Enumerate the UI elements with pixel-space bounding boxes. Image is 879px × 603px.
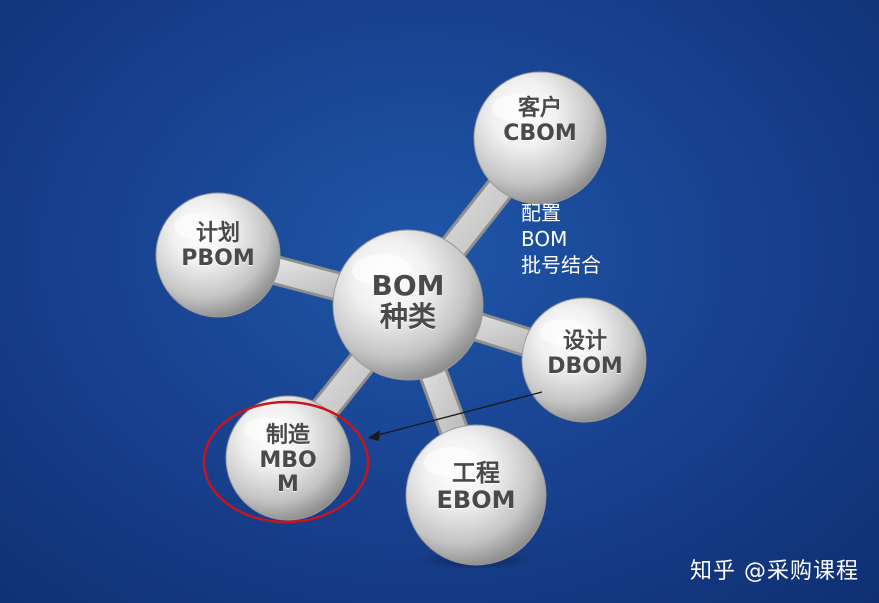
manufacturing-label-line3: M bbox=[277, 472, 299, 498]
plan-label-line2: PBOM bbox=[181, 245, 255, 271]
node-plan bbox=[155, 192, 281, 318]
center-label-line1: BOM bbox=[371, 269, 445, 302]
watermark: 知乎 @采购课程 bbox=[690, 559, 859, 584]
manufacturing-label: 制造 MBO M bbox=[228, 423, 348, 498]
manufacturing-label-line1: 制造 bbox=[265, 423, 310, 448]
engineering-label-line1: 工程 bbox=[452, 459, 500, 487]
node-center bbox=[332, 229, 484, 381]
center-label-line2: 种类 bbox=[379, 300, 436, 334]
config-note: 配置 BOM 批号结合 bbox=[521, 200, 601, 278]
plan-label: 计划 PBOM bbox=[158, 221, 278, 271]
node-design bbox=[521, 297, 647, 423]
config-note-line3: 批号结合 bbox=[521, 253, 601, 277]
customer-label-line1: 客户 bbox=[517, 96, 562, 121]
design-label: 设计 DBOM bbox=[525, 329, 645, 379]
customer-label: 客户 CBOM bbox=[480, 96, 600, 146]
engineering-label-line2: EBOM bbox=[436, 485, 516, 514]
node-engineering bbox=[405, 424, 547, 570]
arrow-design-to-manufacturing bbox=[368, 391, 543, 441]
config-note-line2: BOM bbox=[521, 227, 568, 251]
center-label: BOM 种类 bbox=[348, 270, 468, 333]
design-label-line1: 设计 bbox=[562, 329, 607, 354]
manufacturing-label-line2: MBO bbox=[259, 447, 317, 473]
node-customer bbox=[473, 71, 607, 205]
plan-label-line1: 计划 bbox=[195, 221, 240, 246]
customer-label-line2: CBOM bbox=[503, 120, 577, 146]
highlight-circle bbox=[202, 400, 370, 524]
engineering-label: 工程 EBOM bbox=[414, 460, 538, 514]
config-note-line1: 配置 bbox=[521, 201, 561, 225]
node-manufacturing bbox=[225, 395, 351, 521]
design-label-line2: DBOM bbox=[547, 353, 623, 379]
